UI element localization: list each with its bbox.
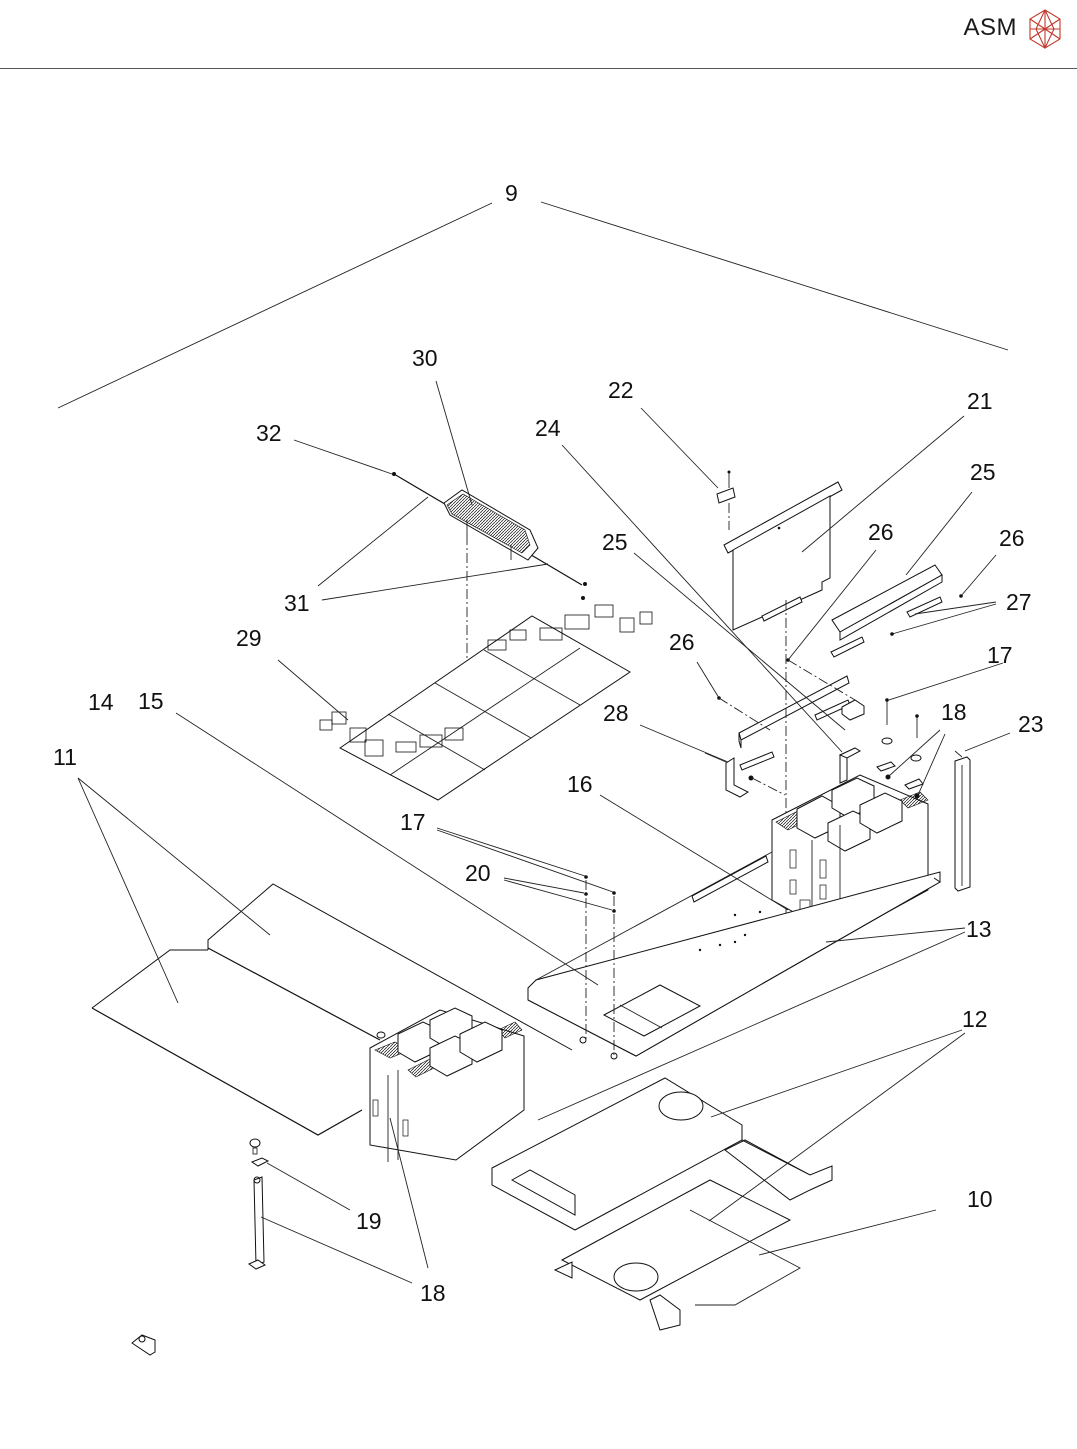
leader-31 bbox=[317, 496, 549, 601]
washer-part-19 bbox=[249, 1138, 270, 1167]
bar-part-23 bbox=[954, 750, 971, 892]
screws-part-17-20-lower bbox=[584, 875, 616, 1056]
callout-17-upper: 17 bbox=[987, 642, 1013, 668]
callout-21: 21 bbox=[967, 388, 993, 414]
callout-27: 27 bbox=[1006, 589, 1032, 615]
callout-25-right: 25 bbox=[970, 459, 996, 485]
leader-20 bbox=[503, 877, 613, 911]
leader-26-right bbox=[959, 554, 997, 598]
callout-28: 28 bbox=[603, 700, 629, 726]
rail-part-25-left bbox=[738, 675, 865, 771]
callout-13: 13 bbox=[966, 916, 992, 942]
leader-19 bbox=[266, 1162, 351, 1211]
leader-21 bbox=[801, 415, 965, 553]
leader-25-right bbox=[905, 491, 973, 576]
callout-15: 15 bbox=[138, 688, 164, 714]
shield-plate-part-21 bbox=[723, 481, 843, 631]
callout-9: 9 bbox=[505, 180, 518, 206]
leader-25-left bbox=[633, 552, 846, 731]
callout-19: 19 bbox=[356, 1208, 382, 1234]
cover-sheet-part-11 bbox=[91, 883, 573, 1136]
clip-part-22 bbox=[716, 470, 736, 530]
callout-22: 22 bbox=[608, 377, 634, 403]
callout-31: 31 bbox=[284, 590, 310, 616]
orientation-icon bbox=[131, 1334, 156, 1356]
leader-18-lower bbox=[260, 1117, 429, 1284]
callout-16: 16 bbox=[567, 771, 593, 797]
leader-13 bbox=[537, 927, 966, 1121]
callout-25-left: 25 bbox=[602, 529, 628, 555]
leader-28 bbox=[639, 724, 729, 763]
callout-18-lower: 18 bbox=[420, 1280, 446, 1306]
leader-27 bbox=[890, 601, 997, 636]
leader-29 bbox=[277, 659, 349, 721]
callout-26-left: 26 bbox=[669, 629, 695, 655]
callout-18-upper: 18 bbox=[941, 699, 967, 725]
leader-24 bbox=[561, 444, 843, 753]
terminal-block-part-30 bbox=[392, 472, 587, 586]
drive-unit-left bbox=[369, 1007, 525, 1162]
callout-26-center: 26 bbox=[868, 519, 894, 545]
header-divider bbox=[0, 68, 1077, 69]
leader-23 bbox=[964, 732, 1011, 752]
callout-20: 20 bbox=[465, 860, 491, 886]
leader-22 bbox=[640, 407, 719, 489]
leader-16 bbox=[599, 794, 789, 911]
leader-32 bbox=[293, 439, 393, 475]
base-plate-part-10 bbox=[553, 1179, 792, 1331]
callout-17-lower: 17 bbox=[400, 809, 426, 835]
brand-name: ASM bbox=[963, 14, 1017, 41]
tray-part-13 bbox=[527, 851, 941, 1060]
callout-10: 10 bbox=[967, 1186, 993, 1212]
callout-24: 24 bbox=[535, 415, 561, 441]
page-header: ASM bbox=[0, 0, 1077, 70]
callout-14: 14 bbox=[88, 689, 114, 715]
strap-part-18-lower bbox=[247, 1176, 267, 1270]
leader-11 bbox=[77, 777, 271, 1004]
leader-26-center bbox=[786, 549, 877, 701]
leader-17-lower bbox=[436, 827, 614, 893]
leader-15 bbox=[175, 712, 599, 986]
bracket-part-28 bbox=[704, 752, 786, 798]
asm-polyhedron-logo-icon bbox=[1029, 9, 1061, 50]
callout-30: 30 bbox=[412, 345, 438, 371]
callout-12: 12 bbox=[962, 1006, 988, 1032]
base-plate-part-12 bbox=[491, 1077, 833, 1231]
leader-18-upper bbox=[888, 729, 946, 796]
leader-10 bbox=[689, 1209, 937, 1306]
pcb-board-part-29 bbox=[319, 596, 653, 801]
leader-12 bbox=[708, 1029, 966, 1222]
rail-part-25-right bbox=[830, 564, 943, 658]
standoff-part-24 bbox=[838, 747, 862, 784]
callout-26-right: 26 bbox=[999, 525, 1025, 551]
screws-part-17-18-upper bbox=[876, 698, 924, 799]
callout-labels: 9 10 11 12 13 14 15 16 17 17 18 18 19 20… bbox=[53, 180, 1044, 1306]
callout-23: 23 bbox=[1018, 711, 1044, 737]
callout-29: 29 bbox=[236, 625, 262, 651]
leader-17-upper bbox=[888, 662, 1004, 701]
leader-9 bbox=[57, 201, 1009, 409]
callout-11: 11 bbox=[53, 744, 77, 770]
callout-32: 32 bbox=[256, 420, 282, 446]
leader-26-left bbox=[696, 661, 771, 731]
leader-30 bbox=[435, 380, 473, 506]
